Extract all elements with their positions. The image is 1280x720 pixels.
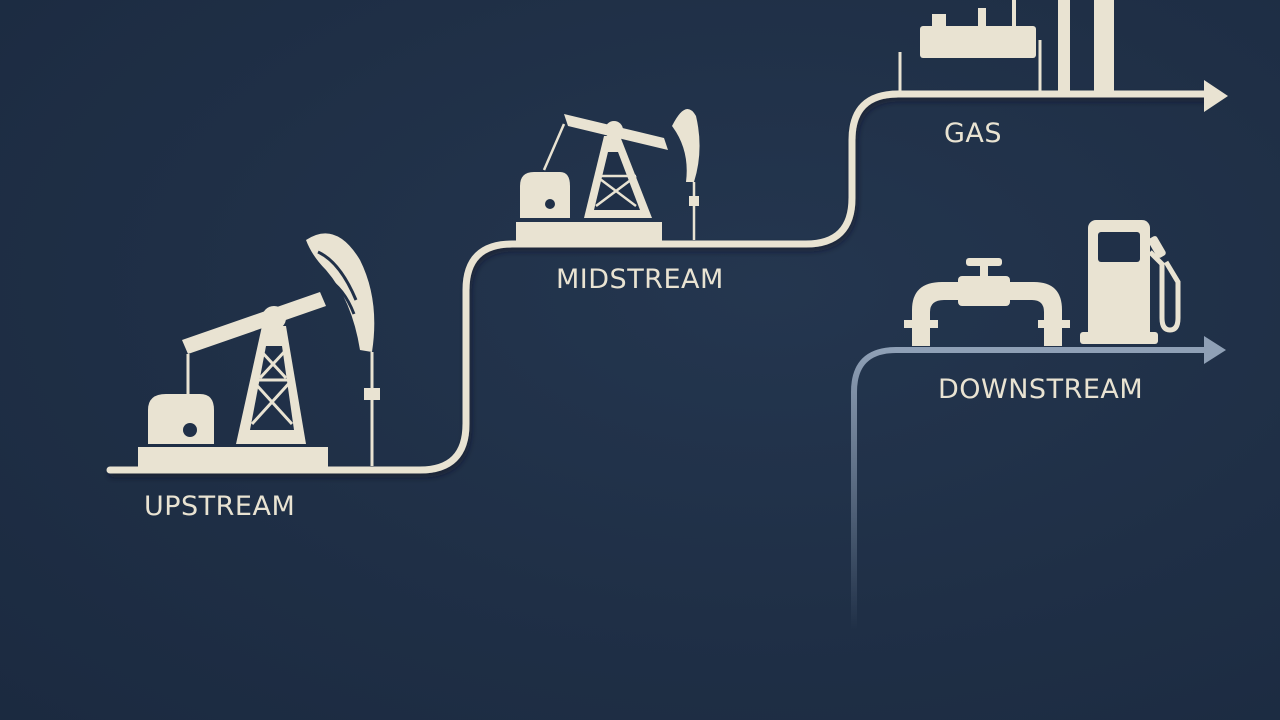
fuel-pump-icon [1080, 220, 1181, 344]
gas-arrowhead-icon [1204, 80, 1228, 112]
downstream-flow-line [851, 347, 1209, 633]
midstream-label: MIDSTREAM [556, 264, 724, 295]
gas-label: GAS [944, 118, 1003, 149]
gas-refinery-icon [898, 0, 1114, 92]
pipeline-valve-icon [904, 258, 1070, 346]
downstream-arrowhead-icon [1204, 336, 1226, 364]
upstream-label: UPSTREAM [144, 491, 296, 522]
upstream-pumpjack-icon [138, 233, 380, 471]
downstream-label: DOWNSTREAM [938, 374, 1144, 405]
midstream-pumpjack-icon [516, 108, 700, 244]
